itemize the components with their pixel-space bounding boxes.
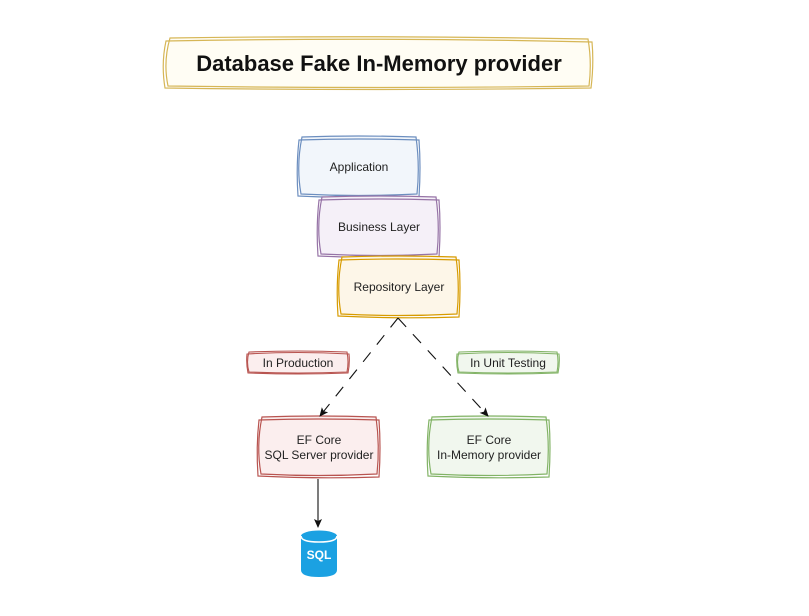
application-label: Application [329, 160, 389, 174]
unit-testing-tag-label: In Unit Testing [470, 355, 546, 370]
production-tag-label: In Production [262, 355, 334, 370]
application-node: Application [299, 139, 419, 196]
business-layer-label: Business Layer [337, 220, 421, 234]
production-tag: In Production [247, 352, 349, 373]
connector-to-inmemory [397, 317, 489, 417]
application-box-outline [296, 135, 421, 199]
production-label-outline [246, 350, 350, 375]
diagram-title: Database Fake In-Memory provider [196, 51, 562, 76]
repository-layer-label: Repository Layer [353, 280, 445, 294]
sqlserver-box-outline [256, 415, 381, 479]
database-cylinder-icon [300, 530, 338, 577]
sqlserver-provider-line1: EF Core [296, 432, 342, 447]
database-label: SQL [306, 548, 332, 562]
repository-layer-node: Repository Layer [339, 259, 459, 316]
inmemory-provider-line2: In-Memory provider [436, 447, 542, 462]
sqlserver-provider-line2: SQL Server provider [264, 447, 374, 462]
inmemory-provider-node: EF Core In-Memory provider [429, 419, 549, 476]
business-layer-node: Business Layer [319, 199, 439, 256]
inmemory-provider-line1: EF Core [466, 432, 512, 447]
business-box-outline [316, 195, 441, 259]
repository-box-outline [336, 255, 461, 319]
unit-testing-label-outline [456, 350, 560, 375]
sqlserver-provider-node: EF Core SQL Server provider [259, 419, 379, 476]
title-box-outline [162, 36, 594, 91]
inmemory-box-outline [426, 415, 551, 479]
unit-testing-tag: In Unit Testing [457, 352, 559, 373]
